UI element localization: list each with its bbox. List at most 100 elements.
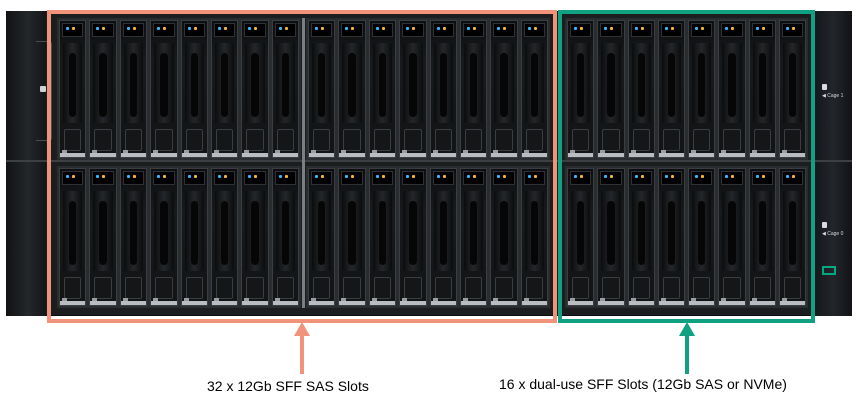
drive-release-lever[interactable]: [251, 201, 259, 265]
drive-slot[interactable]: [89, 20, 117, 158]
drive-latch[interactable]: [313, 277, 331, 299]
drive-slot[interactable]: [241, 20, 269, 158]
drive-slot[interactable]: [399, 20, 427, 158]
drive-latch[interactable]: [215, 277, 234, 299]
drive-latch[interactable]: [753, 277, 771, 299]
drive-latch[interactable]: [343, 277, 361, 299]
drive-slot[interactable]: [657, 20, 685, 158]
drive-slot[interactable]: [368, 20, 397, 158]
drive-slot[interactable]: [368, 168, 397, 306]
drive-latch[interactable]: [373, 129, 392, 151]
drive-slot[interactable]: [597, 168, 625, 306]
drive-slot[interactable]: [119, 168, 148, 306]
drive-release-lever[interactable]: [758, 201, 766, 265]
drive-release-lever[interactable]: [69, 53, 77, 117]
drive-latch[interactable]: [602, 277, 620, 299]
drive-slot[interactable]: [459, 20, 488, 158]
drive-slot[interactable]: [119, 20, 148, 158]
drive-slot[interactable]: [627, 168, 655, 306]
drive-release-lever[interactable]: [637, 201, 645, 265]
drive-latch[interactable]: [723, 129, 741, 151]
drive-slot[interactable]: [718, 20, 746, 158]
drive-latch[interactable]: [495, 129, 513, 151]
drive-release-lever[interactable]: [348, 201, 356, 265]
drive-slot[interactable]: [567, 20, 595, 158]
drive-latch[interactable]: [464, 129, 483, 151]
drive-slot[interactable]: [778, 168, 806, 306]
drive-slot[interactable]: [688, 168, 716, 306]
drive-latch[interactable]: [662, 129, 680, 151]
drive-latch[interactable]: [434, 129, 452, 151]
drive-slot[interactable]: [89, 168, 117, 306]
drive-latch[interactable]: [94, 129, 112, 151]
drive-release-lever[interactable]: [69, 201, 77, 265]
drive-latch[interactable]: [495, 277, 513, 299]
drive-release-lever[interactable]: [667, 201, 675, 265]
drive-slot[interactable]: [657, 168, 685, 306]
drive-latch[interactable]: [215, 129, 234, 151]
drive-latch[interactable]: [404, 277, 422, 299]
drive-release-lever[interactable]: [409, 201, 417, 265]
drive-latch[interactable]: [693, 277, 711, 299]
drive-release-lever[interactable]: [788, 201, 796, 265]
drive-slot[interactable]: [520, 20, 548, 158]
drive-slot[interactable]: [490, 20, 518, 158]
drive-slot[interactable]: [459, 168, 488, 306]
drive-slot[interactable]: [429, 20, 457, 158]
drive-release-lever[interactable]: [637, 53, 645, 117]
left-ear-pull-tab[interactable]: [36, 41, 52, 141]
drive-release-lever[interactable]: [788, 53, 796, 117]
drive-release-lever[interactable]: [577, 201, 585, 265]
drive-release-lever[interactable]: [160, 53, 168, 117]
drive-latch[interactable]: [124, 129, 143, 151]
drive-release-lever[interactable]: [728, 201, 736, 265]
drive-release-lever[interactable]: [530, 201, 538, 265]
drive-slot[interactable]: [718, 168, 746, 306]
drive-slot[interactable]: [429, 168, 457, 306]
drive-slot[interactable]: [150, 20, 178, 158]
drive-release-lever[interactable]: [469, 201, 478, 265]
drive-slot[interactable]: [520, 168, 548, 306]
drive-latch[interactable]: [246, 277, 264, 299]
drive-latch[interactable]: [753, 129, 771, 151]
drive-slot[interactable]: [241, 168, 269, 306]
drive-release-lever[interactable]: [251, 53, 259, 117]
drive-latch[interactable]: [343, 129, 361, 151]
drive-slot[interactable]: [180, 20, 208, 158]
drive-latch[interactable]: [783, 277, 801, 299]
drive-latch[interactable]: [662, 277, 680, 299]
drive-latch[interactable]: [632, 277, 650, 299]
drive-release-lever[interactable]: [348, 53, 356, 117]
drive-latch[interactable]: [124, 277, 143, 299]
drive-latch[interactable]: [185, 129, 203, 151]
drive-release-lever[interactable]: [530, 53, 538, 117]
drive-slot[interactable]: [271, 168, 299, 306]
drive-slot[interactable]: [271, 20, 299, 158]
drive-latch[interactable]: [373, 277, 392, 299]
drive-latch[interactable]: [525, 277, 543, 299]
drive-latch[interactable]: [572, 129, 590, 151]
drive-release-lever[interactable]: [439, 53, 447, 117]
drive-latch[interactable]: [693, 129, 711, 151]
drive-release-lever[interactable]: [281, 201, 289, 265]
drive-slot[interactable]: [597, 20, 625, 158]
drive-latch[interactable]: [602, 129, 620, 151]
drive-release-lever[interactable]: [698, 53, 706, 117]
drive-slot[interactable]: [338, 168, 366, 306]
drive-release-lever[interactable]: [378, 201, 387, 265]
drive-slot[interactable]: [308, 168, 336, 306]
drive-release-lever[interactable]: [728, 53, 736, 117]
drive-slot[interactable]: [748, 20, 776, 158]
drive-release-lever[interactable]: [500, 201, 508, 265]
drive-release-lever[interactable]: [129, 201, 138, 265]
drive-latch[interactable]: [723, 277, 741, 299]
drive-latch[interactable]: [185, 277, 203, 299]
drive-release-lever[interactable]: [469, 53, 478, 117]
drive-slot[interactable]: [210, 20, 239, 158]
drive-latch[interactable]: [155, 129, 173, 151]
drive-slot[interactable]: [59, 20, 87, 158]
drive-slot[interactable]: [210, 168, 239, 306]
drive-slot[interactable]: [627, 20, 655, 158]
drive-latch[interactable]: [464, 277, 483, 299]
drive-release-lever[interactable]: [129, 53, 138, 117]
